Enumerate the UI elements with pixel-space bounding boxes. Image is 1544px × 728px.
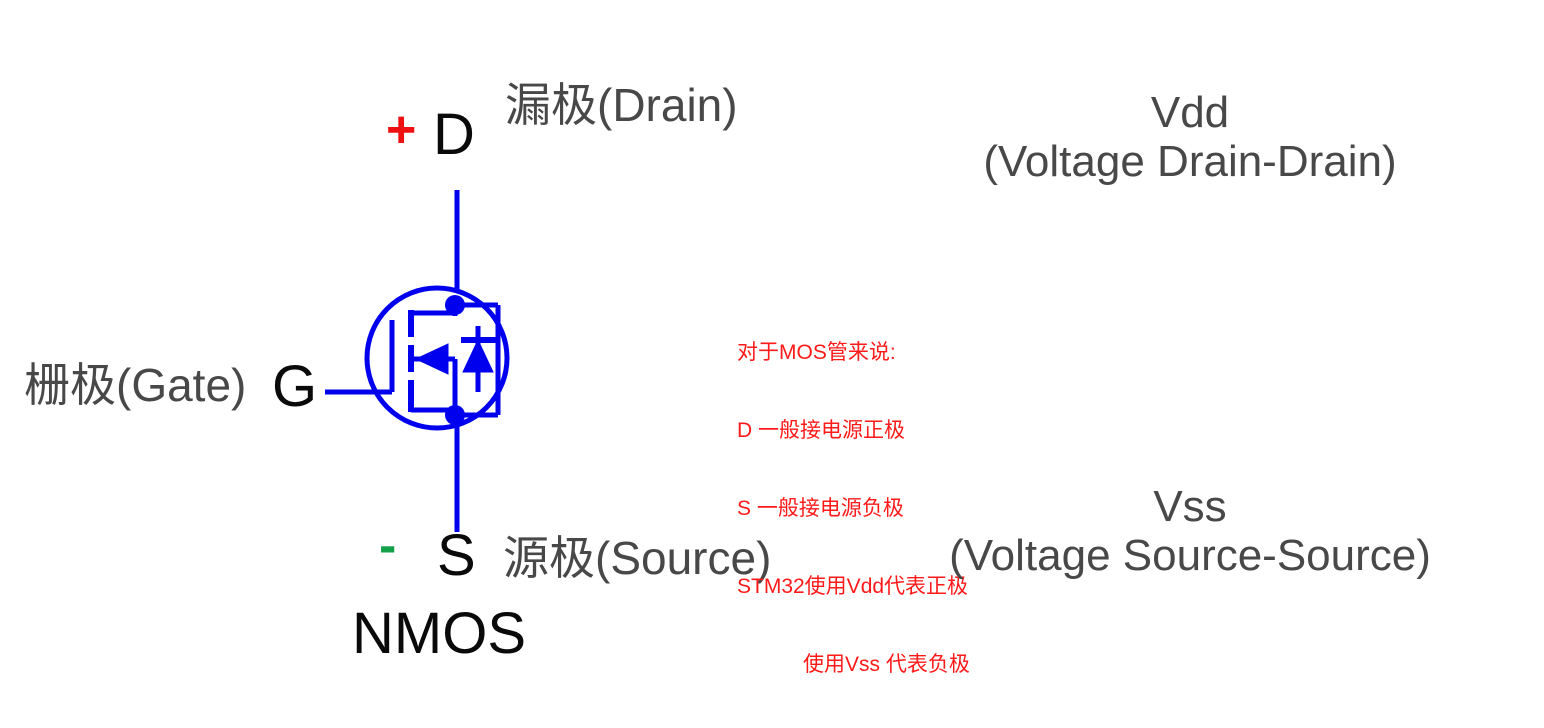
vss-expansion: (Voltage Source-Source) <box>949 531 1431 581</box>
drain-junction-dot <box>445 295 465 315</box>
vdd-rail-caption: Vdd (Voltage Drain-Drain) <box>905 88 1475 187</box>
source-description-label: 源极(Source) <box>503 532 772 584</box>
vss-rail-caption: Vss (Voltage Source-Source) <box>900 482 1480 581</box>
annotation-line-5: 使用Vss 代表负极 <box>803 653 970 676</box>
annotation-line-4: STM32使用Vdd代表正极 <box>737 575 969 598</box>
drain-terminal-letter: D <box>433 102 475 167</box>
drain-plus-sign: + <box>386 101 417 159</box>
bulk-arrow-left <box>414 343 449 375</box>
source-junction-dot <box>445 405 465 425</box>
source-terminal-letter: S <box>437 523 476 588</box>
vdd-name: Vdd <box>1150 88 1230 137</box>
body-diode-triangle <box>462 338 494 373</box>
annotation-note: 对于MOS管来说: D 一般接电源正极 S 一般接电源负极 STM32使用Vdd… <box>737 288 970 728</box>
annotation-line-1: 对于MOS管来说: <box>737 341 896 364</box>
source-minus-sign: - <box>379 517 397 575</box>
gate-description-label: 栅极(Gate) <box>24 359 247 411</box>
device-type-label: NMOS <box>352 601 526 666</box>
gate-terminal-letter: G <box>272 354 318 419</box>
drain-description-label: 漏极(Drain) <box>505 79 738 131</box>
annotation-line-2: D 一般接电源正极 <box>737 419 905 442</box>
annotation-line-3: S 一般接电源负极 <box>737 497 904 520</box>
vdd-expansion: (Voltage Drain-Drain) <box>983 137 1397 187</box>
device-circle <box>364 285 510 431</box>
vss-name: Vss <box>1153 482 1227 531</box>
